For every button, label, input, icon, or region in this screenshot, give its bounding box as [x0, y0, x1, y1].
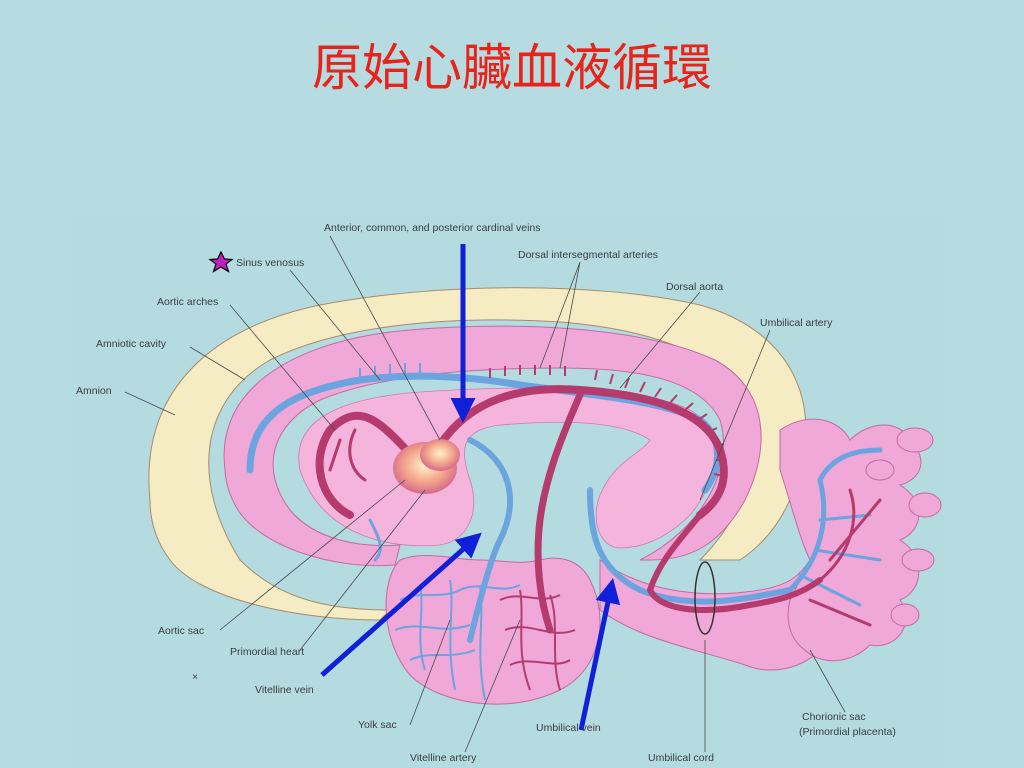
label-cardinal-veins: Anterior, common, and posterior cardinal…	[324, 222, 541, 234]
umbilical-cord-ring	[694, 561, 716, 635]
label-aortic-sac: Aortic sac	[158, 625, 204, 637]
yolk-sac	[385, 555, 601, 705]
small-mark: ×	[192, 671, 198, 683]
label-primordial-heart: Primordial heart	[230, 646, 304, 658]
label-chorionic-sac: Chorionic sac	[802, 711, 866, 723]
arrow-vitelline-vein	[320, 532, 482, 677]
label-umbilical-artery: Umbilical artery	[760, 317, 833, 329]
diagram-labels: Anterior, common, and posterior cardinal…	[76, 222, 896, 764]
star-icon	[208, 250, 234, 273]
dorsal-vein-comb	[359, 363, 421, 380]
label-amnion: Amnion	[76, 385, 112, 397]
label-vitelline-vein: Vitelline vein	[255, 684, 314, 696]
label-dorsal-intersegmental: Dorsal intersegmental arteries	[518, 249, 658, 261]
label-umbilical-cord: Umbilical cord	[648, 752, 714, 764]
primordial-heart	[393, 439, 460, 494]
label-umbilical-vein: Umbilical vein	[536, 722, 601, 734]
pointer-arrows	[320, 244, 621, 731]
label-vitelline-artery: Vitelline artery	[410, 752, 477, 764]
label-aortic-arches: Aortic arches	[157, 296, 218, 308]
label-dorsal-aorta: Dorsal aorta	[666, 281, 723, 293]
yolk-sac-vessel-network	[394, 579, 576, 701]
label-sinus-venosus: Sinus venosus	[236, 257, 304, 269]
label-amniotic-cavity: Amniotic cavity	[96, 338, 167, 350]
intersegmental-arteries	[489, 365, 726, 477]
label-primordial-placenta: (Primordial placenta)	[799, 726, 896, 738]
slide-title: 原始心臟血液循環	[312, 39, 712, 97]
embryo-body	[223, 325, 762, 567]
leader-lines	[124, 235, 846, 753]
arrow-umbilical-vein	[578, 578, 621, 731]
venous-vessels	[246, 372, 883, 643]
label-yolk-sac: Yolk sac	[358, 719, 397, 731]
placental-villi	[865, 427, 942, 627]
